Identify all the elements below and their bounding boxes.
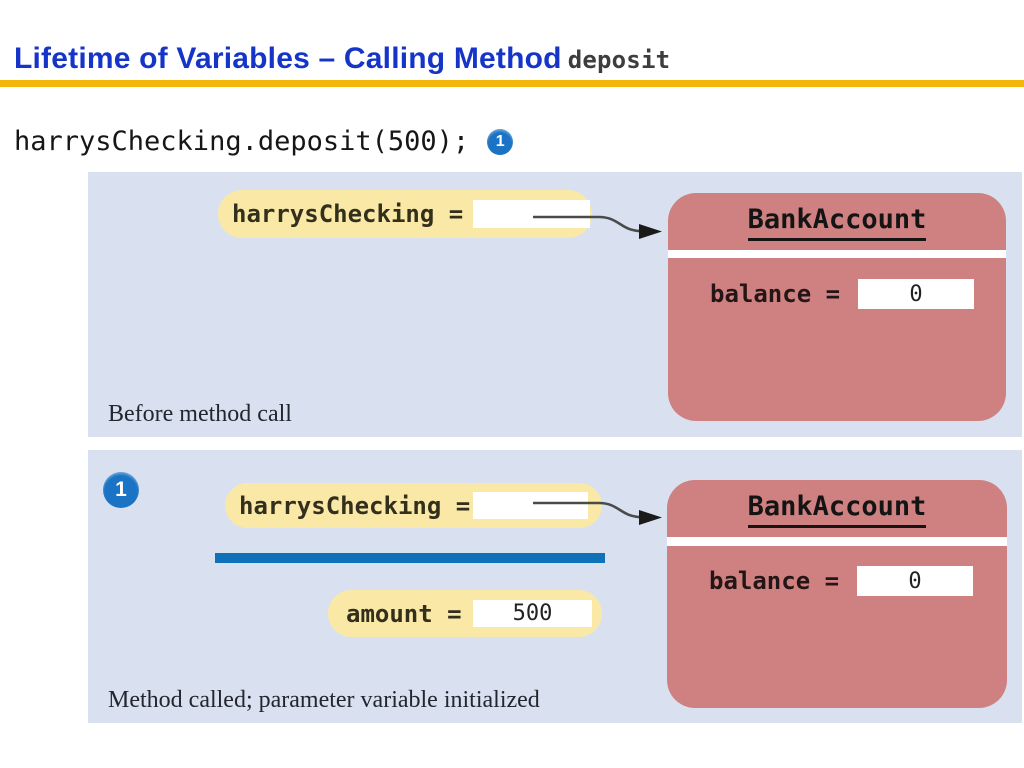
parameter-value-box: 500 bbox=[473, 600, 592, 627]
object-class-name: BankAccount bbox=[667, 491, 1007, 528]
bankaccount-object: BankAccount balance = 0 bbox=[667, 480, 1007, 708]
variable-pill-harryschecking: harrysChecking = bbox=[225, 483, 602, 528]
variable-value-box bbox=[473, 200, 590, 228]
balance-field: balance = 0 bbox=[709, 566, 974, 596]
object-divider bbox=[667, 537, 1007, 546]
gold-divider bbox=[0, 80, 1024, 87]
code-statement: harrysChecking.deposit(500); 1 bbox=[14, 126, 514, 157]
reference-arrow-icon bbox=[533, 215, 662, 239]
variable-label: harrysChecking = bbox=[239, 491, 471, 520]
panel-caption: Before method call bbox=[108, 401, 292, 427]
object-class-name: BankAccount bbox=[668, 204, 1006, 241]
balance-value-box: 0 bbox=[858, 279, 975, 309]
balance-field: balance = 0 bbox=[710, 279, 975, 309]
step-1-badge: 1 bbox=[103, 472, 139, 508]
object-divider bbox=[668, 250, 1006, 258]
panel-method-called: 1 harrysChecking = amount = 500 BankAcco… bbox=[88, 450, 1022, 723]
variable-value-box bbox=[473, 492, 588, 519]
page-title-text: Lifetime of Variables – Calling Method bbox=[14, 42, 562, 75]
parameter-pill-amount: amount = 500 bbox=[328, 590, 602, 637]
code-statement-text: harrysChecking.deposit(500); bbox=[14, 126, 470, 157]
balance-label: balance = bbox=[710, 280, 841, 308]
bankaccount-object: BankAccount balance = 0 bbox=[668, 193, 1006, 421]
panel-before-call: harrysChecking = BankAccount balance = 0… bbox=[88, 172, 1022, 437]
method-scope-line bbox=[215, 553, 605, 563]
page-title-code: deposit bbox=[567, 46, 671, 74]
step-1-badge: 1 bbox=[487, 128, 514, 155]
variable-label: harrysChecking = bbox=[232, 200, 464, 228]
panel-caption: Method called; parameter variable initia… bbox=[108, 687, 540, 713]
variable-pill-harryschecking: harrysChecking = bbox=[218, 190, 592, 238]
balance-value-box: 0 bbox=[857, 566, 974, 596]
reference-arrow-icon bbox=[533, 501, 662, 525]
balance-label: balance = bbox=[709, 567, 840, 595]
parameter-label: amount = bbox=[346, 599, 462, 628]
